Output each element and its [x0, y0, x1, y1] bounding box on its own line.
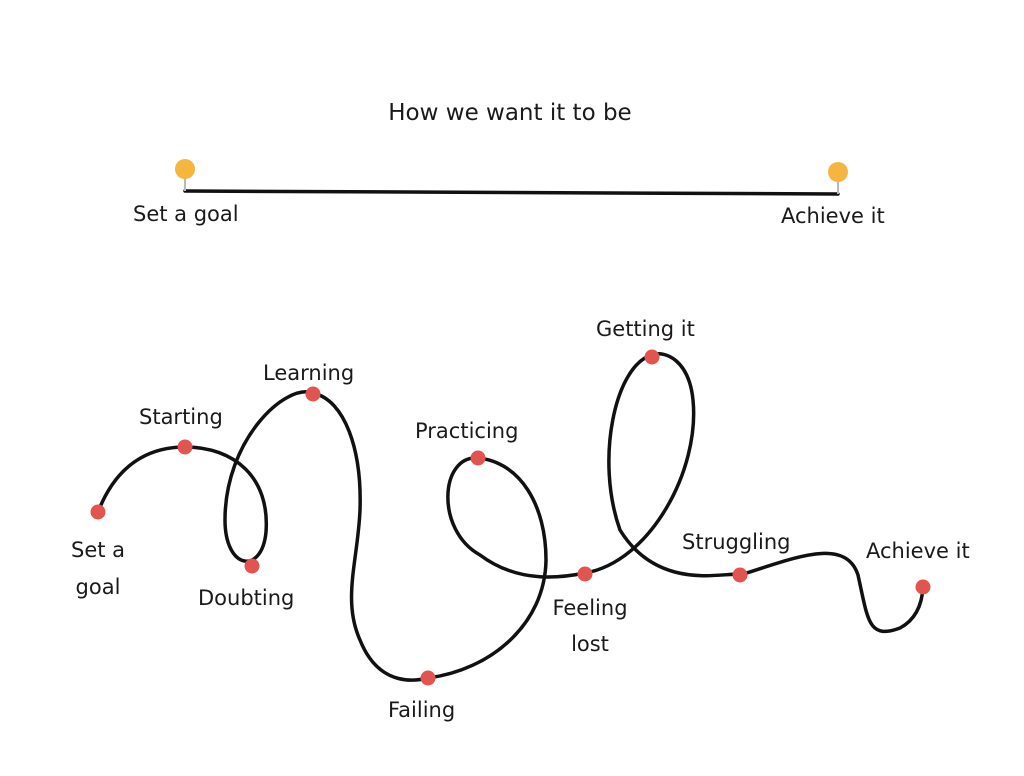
label-feeling-lost: Feeling lost [545, 591, 635, 662]
milestone-dot-practicing [470, 450, 486, 466]
ideal-path-line [183, 189, 840, 196]
label-achieve-it: Achieve it [866, 539, 970, 563]
ideal-end-marker [828, 162, 848, 182]
label-feeling-lost-line1: Feeling [552, 596, 628, 620]
label-practicing: Practicing [415, 419, 519, 443]
milestone-dot-doubting [244, 558, 260, 574]
label-learning: Learning [263, 361, 355, 385]
label-set-a-goal-line1: Set a [70, 538, 126, 562]
label-set-a-goal: Set a goal [58, 532, 138, 606]
milestone-dot-feeling-lost [577, 566, 593, 582]
ideal-end-label: Achieve it [781, 204, 885, 228]
milestone-dot-set-goal [90, 504, 106, 520]
milestone-dot-getting-it [644, 349, 660, 365]
milestone-dot-struggling [732, 567, 748, 583]
milestone-dot-learning [305, 386, 321, 402]
milestone-dot-achieve-it [915, 579, 931, 595]
label-feeling-lost-line2: lost [571, 631, 609, 656]
label-getting-it: Getting it [596, 317, 695, 341]
ideal-start-marker [175, 159, 195, 179]
reality-path [96, 352, 925, 682]
milestone-dot-starting [177, 439, 193, 455]
label-set-a-goal-line2: goal [75, 574, 121, 599]
ideal-title: How we want it to be [388, 100, 632, 126]
milestone-dot-failing [420, 670, 436, 686]
label-struggling: Struggling [682, 530, 791, 554]
ideal-start-label: Set a goal [133, 202, 239, 226]
label-starting: Starting [139, 405, 223, 429]
label-failing: Failing [388, 698, 456, 722]
label-doubting: Doubting [198, 586, 295, 610]
